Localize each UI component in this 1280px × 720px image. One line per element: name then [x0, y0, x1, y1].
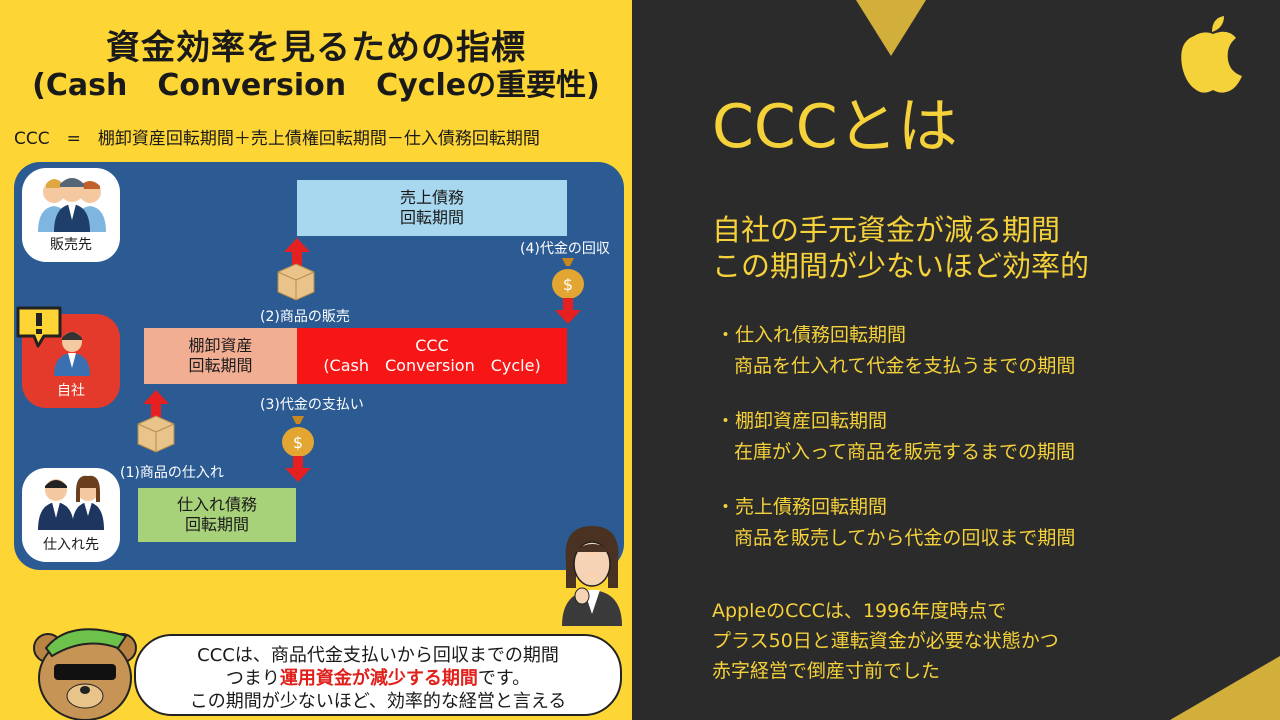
definition-desc: 在庫が入って商品を販売するまでの期間: [734, 441, 1076, 463]
definition-list: ・仕入れ債務回転期間 商品を仕入れて代金を支払うまでの期間 ・棚卸資産回転期間 …: [716, 320, 1075, 578]
definition-title: ・棚卸資産回転期間: [716, 410, 888, 432]
ccc-formula: CCC = 棚卸資産回転期間＋売上債権回転期間－仕入債務回転期間: [14, 129, 540, 149]
page-title: 資金効率を見るための指標: [106, 28, 526, 68]
right-heading: CCCとは: [712, 92, 958, 162]
down-arrow-icon: [555, 298, 581, 324]
company-person-icon: [54, 332, 90, 376]
down-arrow-icon: [285, 456, 311, 482]
left-panel: 資金効率を見るための指標 (Cash Conversion Cycleの重要性)…: [0, 0, 632, 720]
apple-note-line3: 赤字経営で倒産寸前でした: [712, 660, 941, 682]
suppliers-icon: [38, 475, 104, 530]
triangle-bottom-decoration: [1170, 656, 1280, 720]
payables-line1: 仕入れ債務: [176, 495, 257, 514]
right-subheading-line1: 自社の手元資金が減る期間: [712, 213, 1061, 247]
svg-text:$: $: [293, 433, 303, 452]
right-subheading-line2: この期間が少ないほど効率的: [712, 249, 1090, 283]
bubble-line1: CCCは、商品代金支払いから回収までの期間: [197, 645, 559, 666]
step1-label: (1)商品の仕入れ: [120, 465, 224, 481]
definition-desc: 商品を仕入れて代金を支払うまでの期間: [734, 355, 1076, 377]
exclamation-icon: [16, 306, 62, 348]
payables-period-box: 仕入れ債務 回転期間: [138, 488, 296, 542]
flow-diagram: 販売先 自社 仕入れ先 売上債務 回転期間: [14, 162, 624, 570]
step3-label: (3)代金の支払い: [260, 397, 364, 413]
apple-logo-icon: [1181, 16, 1242, 93]
bubble-line3: この期間が少ないほど、効率的な経営と言える: [189, 691, 567, 712]
supplier-label: 仕入れ先: [43, 537, 99, 553]
bubble-line2-pre: つまり: [225, 668, 280, 689]
apple-note-line2: プラス50日と運転資金が必要な状態かつ: [712, 630, 1059, 652]
up-arrow-icon: [143, 390, 169, 418]
inventory-period-box: 棚卸資産 回転期間: [144, 328, 297, 384]
inventory-line2: 回転期間: [188, 356, 253, 375]
company-card: 自社: [22, 314, 120, 408]
money-bag-icon: $: [282, 416, 314, 457]
inventory-line1: 棚卸資産: [188, 336, 253, 355]
ccc-line2: (Cash Conversion Cycle): [323, 356, 541, 375]
thinking-woman-icon: [562, 526, 622, 626]
customer-card: 販売先: [22, 168, 120, 262]
ccc-line1: CCC: [415, 336, 449, 355]
definition-item: ・仕入れ債務回転期間 商品を仕入れて代金を支払うまでの期間: [716, 320, 1075, 382]
payables-line2: 回転期間: [184, 515, 249, 534]
up-arrow-icon: [284, 238, 310, 266]
definition-item: ・棚卸資産回転期間 在庫が入って商品を販売するまでの期間: [716, 406, 1075, 468]
definition-title: ・売上債務回転期間: [716, 496, 888, 518]
apple-note-line1: AppleのCCCは、1996年度時点で: [712, 600, 1007, 622]
customer-label: 販売先: [50, 237, 92, 253]
definition-desc: 商品を販売してから代金の回収まで期間: [734, 527, 1076, 549]
supplier-card: 仕入れ先: [22, 468, 120, 562]
step4-label: (4)代金の回収: [520, 241, 610, 257]
apple-note: AppleのCCCは、1996年度時点で プラス50日と運転資金が必要な状態かつ…: [712, 596, 1059, 686]
receivables-line2: 回転期間: [399, 208, 464, 227]
product-box-icon: [137, 415, 175, 453]
definition-item: ・売上債務回転期間 商品を販売してから代金の回収まで期間: [716, 492, 1075, 554]
bubble-line2-post: です。: [477, 668, 531, 689]
svg-text:$: $: [563, 275, 573, 294]
money-bag-icon: $: [552, 258, 584, 299]
ccc-box: CCC (Cash Conversion Cycle): [297, 328, 567, 384]
company-label: 自社: [57, 383, 85, 399]
product-box-icon: [277, 263, 315, 301]
bear-mascot-icon: [33, 628, 137, 720]
right-subheading: 自社の手元資金が減る期間 この期間が少ないほど効率的: [712, 212, 1089, 284]
right-panel: [632, 0, 1280, 720]
step2-label: (2)商品の販売: [260, 309, 350, 325]
bubble-line2-highlight: 運用資金が減少する期間: [279, 668, 478, 689]
page-subtitle: (Cash Conversion Cycleの重要性): [32, 68, 600, 103]
speech-bubble: CCCは、商品代金支払いから回収までの期間 つまり運用資金が減少する期間です。 …: [134, 634, 622, 716]
receivables-period-box: 売上債務 回転期間: [297, 180, 567, 236]
customers-icon: [38, 178, 106, 232]
receivables-line1: 売上債務: [399, 188, 464, 207]
bubble-line2: つまり運用資金が減少する期間です。: [136, 667, 620, 690]
definition-title: ・仕入れ債務回転期間: [716, 324, 907, 346]
triangle-top-decoration: [856, 0, 926, 56]
